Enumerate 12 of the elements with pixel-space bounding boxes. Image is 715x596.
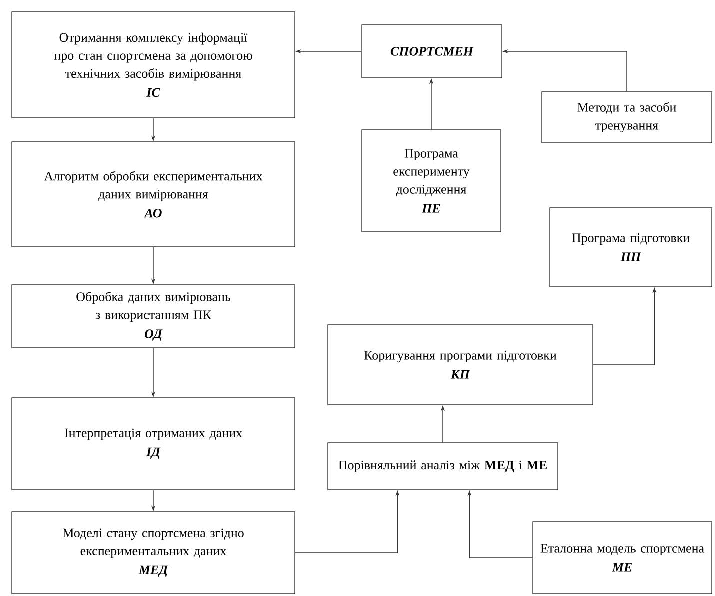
process-box: СПОРТСМЕН bbox=[362, 24, 502, 78]
process-box: Коригування програми підготовки КП bbox=[328, 324, 594, 406]
process-box: Моделі стану спортсмена згідно експериментальних даних МЕД bbox=[12, 512, 296, 594]
process-box: Програма експерименту дослідження ПЕ bbox=[362, 130, 502, 232]
process-box: Еталонна модель спортсмена МЕ bbox=[532, 522, 712, 594]
process-box: Методи та засоби тренування bbox=[542, 92, 712, 144]
process-box: Програма підготовки ПП bbox=[550, 208, 712, 288]
process-box: Отримання комплексу інформації про стан спортсмена за допомогою технічних засобів вимірювання ІС bbox=[12, 12, 296, 118]
process-box: Обробка даних вимірювань з використанням ПК ОД bbox=[12, 284, 296, 348]
process-box: Алгоритм обробки експериментальних даних вимірювання АО bbox=[12, 142, 296, 248]
process-box: Інтерпретація отриманих даних ІД bbox=[12, 398, 296, 490]
process-box: Порівняльний аналіз між МЕД і МЕ bbox=[328, 442, 558, 490]
